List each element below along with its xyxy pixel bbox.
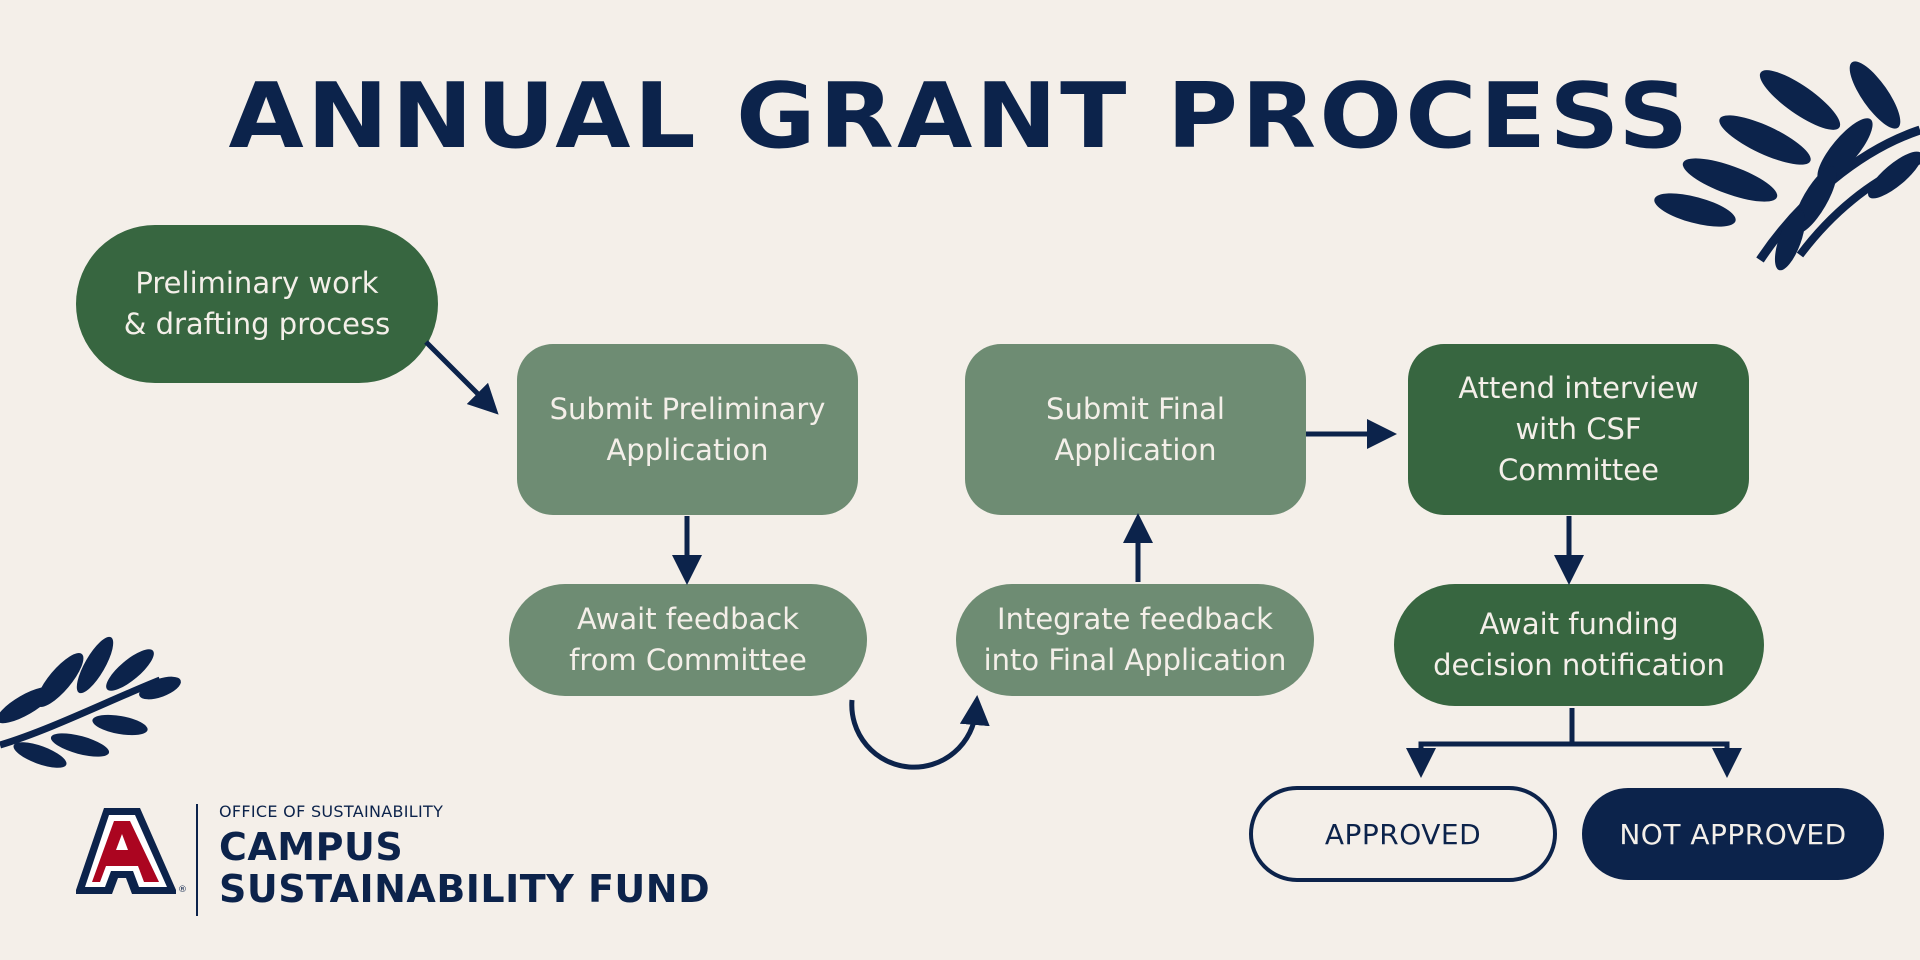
- branch-connector-right: [1572, 744, 1727, 763]
- logo-fund-label: SUSTAINABILITY FUND: [219, 868, 710, 910]
- svg-text:®: ®: [178, 885, 187, 895]
- branch-connector: [1421, 708, 1572, 763]
- university-logo-icon: ®: [0, 0, 200, 960]
- arrow-prelim-to-submit: [426, 342, 488, 404]
- logo-office-label: OFFICE OF SUSTAINABILITY: [219, 802, 443, 821]
- arrow-await-to-integrate: [852, 700, 976, 767]
- logo-divider: [196, 804, 198, 916]
- logo-campus-label: CAMPUS: [219, 826, 403, 868]
